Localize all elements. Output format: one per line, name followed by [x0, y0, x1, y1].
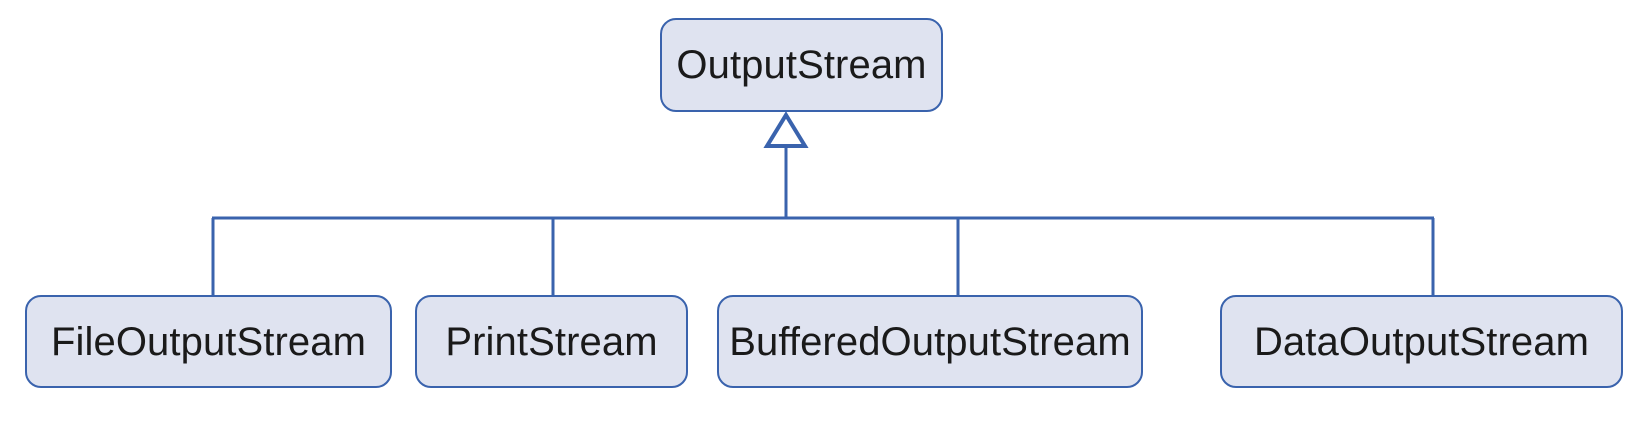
class-node-dataoutputstream[interactable]: DataOutputStream [1220, 295, 1623, 388]
class-node-fileoutputstream[interactable]: FileOutputStream [25, 295, 392, 388]
class-node-printstream[interactable]: PrintStream [415, 295, 688, 388]
class-node-label: PrintStream [445, 319, 658, 364]
class-node-label: OutputStream [676, 43, 927, 87]
class-node-label: BufferedOutputStream [729, 319, 1131, 364]
class-node-label: DataOutputStream [1253, 319, 1590, 364]
generalization-arrowhead-icon [763, 111, 809, 148]
class-node-outputstream[interactable]: OutputStream [660, 18, 943, 112]
class-node-bufferedoutputstream[interactable]: BufferedOutputStream [717, 295, 1143, 388]
class-node-label: FileOutputStream [50, 319, 367, 364]
